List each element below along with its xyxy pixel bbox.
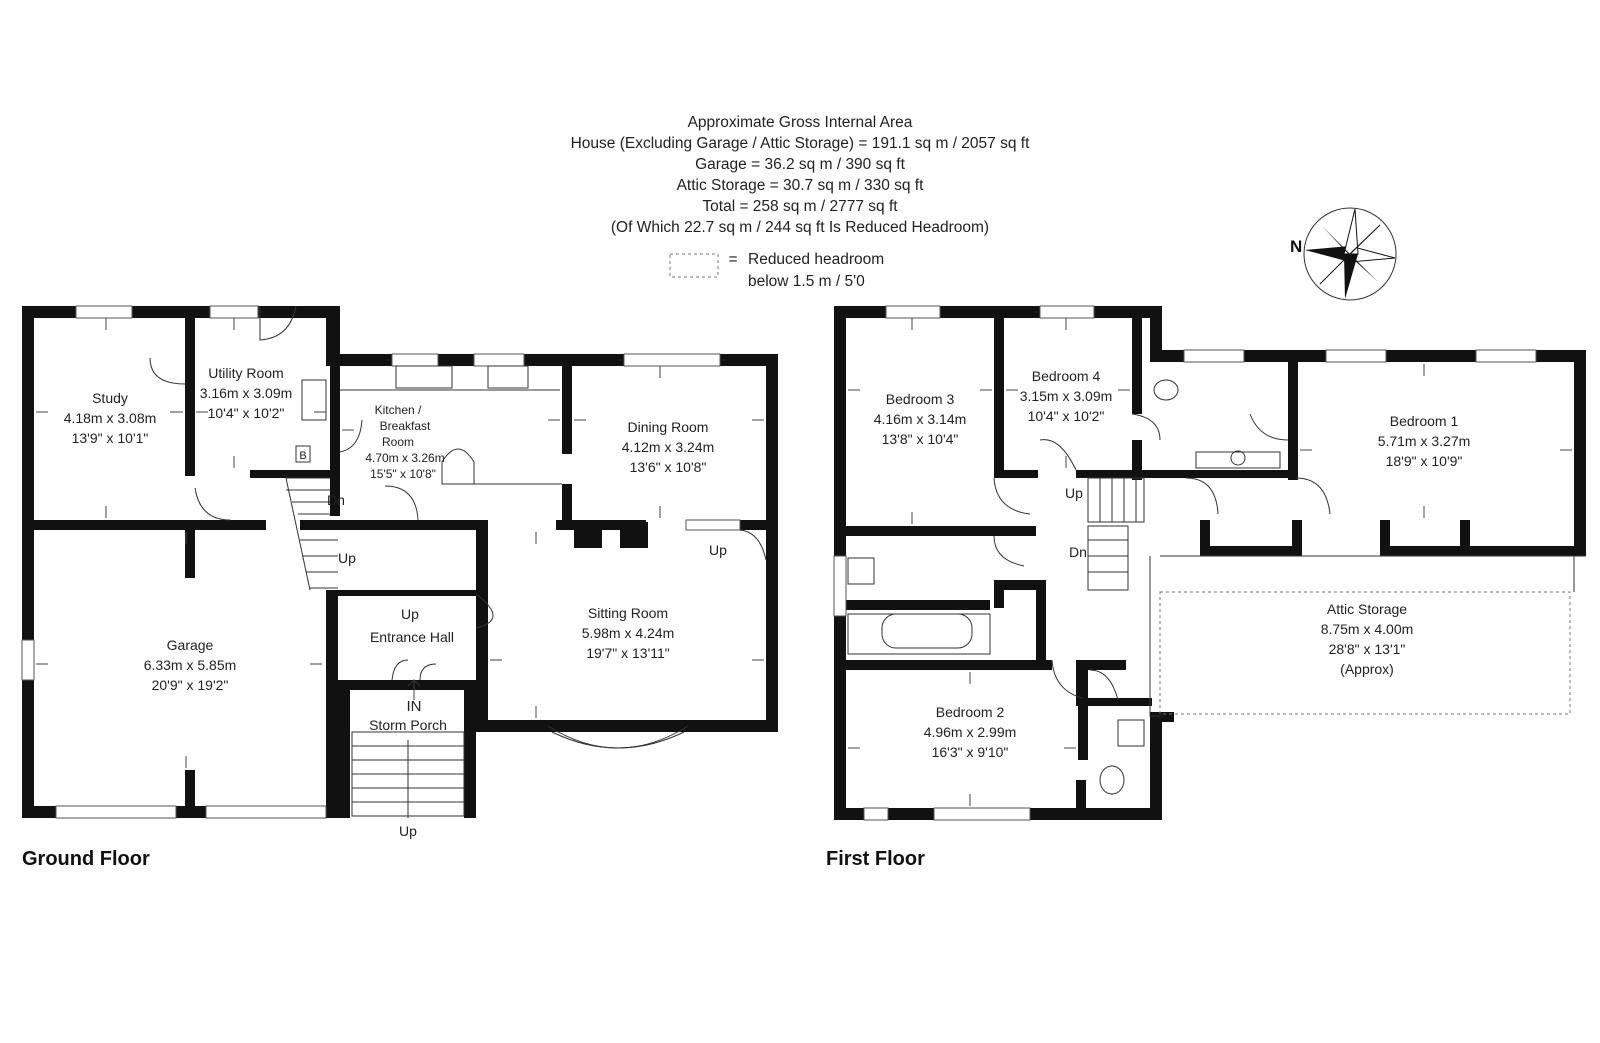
- room-imperial: 10'4" x 10'2": [208, 405, 285, 421]
- room-name: Garage: [167, 637, 214, 653]
- hall-up-label: Up: [401, 606, 419, 622]
- stairs-down-label: Dn: [327, 492, 345, 508]
- room-storm-porch: Storm Porch: [369, 717, 447, 733]
- room-name: Attic Storage: [1327, 601, 1407, 617]
- room-metric: 3.16m x 3.09m: [200, 385, 293, 401]
- room-entrance-hall: Entrance Hall: [370, 629, 454, 645]
- room-garage: Garage 6.33m x 5.85m 20'9" x 19'2": [144, 637, 237, 693]
- room-name-3: Room: [382, 435, 414, 449]
- room-name: Bedroom 3: [886, 391, 955, 407]
- room-sitting: Sitting Room 5.98m x 4.24m 19'7" x 13'11…: [582, 605, 675, 661]
- room-approx-note: (Approx): [1340, 661, 1394, 677]
- room-metric: 4.18m x 3.08m: [64, 410, 157, 426]
- room-name: Study: [92, 390, 128, 406]
- room-name: Utility Room: [208, 365, 283, 381]
- room-bedroom-2: Bedroom 2 4.96m x 2.99m 16'3" x 9'10": [924, 704, 1017, 760]
- sitting-up-label: Up: [709, 542, 727, 558]
- stairs-down-label: Dn: [1069, 544, 1087, 560]
- room-imperial: 18'9" x 10'9": [1386, 453, 1463, 469]
- steps-up-label: Up: [399, 823, 417, 839]
- room-attic-storage: Attic Storage 8.75m x 4.00m 28'8" x 13'1…: [1321, 601, 1414, 677]
- room-name: Bedroom 2: [936, 704, 1005, 720]
- room-imperial: 13'6" x 10'8": [630, 459, 707, 475]
- ground-floor-title: Ground Floor: [22, 848, 150, 870]
- room-metric: 4.70m x 3.26m: [365, 451, 444, 465]
- room-name: Bedroom 1: [1390, 413, 1459, 429]
- header-line-3: Garage = 36.2 sq m / 390 sq ft: [695, 156, 905, 173]
- header-line-4: Attic Storage = 30.7 sq m / 330 sq ft: [677, 177, 925, 194]
- boiler-box: [295, 445, 311, 463]
- legend-equals: =: [728, 251, 737, 268]
- first-floor-plan: Bedroom 3 4.16m x 3.14m 13'8" x 10'4" Be…: [826, 305, 1586, 870]
- room-name-2: Breakfast: [380, 419, 431, 433]
- header-line-5: Total = 258 sq m / 2777 sq ft: [702, 198, 898, 215]
- room-metric: 6.33m x 5.85m: [144, 657, 237, 673]
- room-imperial: 19'7" x 13'11": [586, 645, 670, 661]
- room-imperial: 20'9" x 19'2": [152, 677, 229, 693]
- reduced-headroom-legend: = Reduced headroom below 1.5 m / 5'0: [669, 251, 884, 290]
- area-summary: Approximate Gross Internal Area House (E…: [571, 114, 1030, 236]
- room-imperial: 10'4" x 10'2": [1028, 408, 1105, 424]
- room-kitchen: Kitchen / Breakfast Room 4.70m x 3.26m 1…: [365, 403, 444, 481]
- room-imperial: 28'8" x 13'1": [1329, 641, 1406, 657]
- first-floor-title: First Floor: [826, 848, 925, 870]
- room-metric: 4.96m x 2.99m: [924, 724, 1017, 740]
- entry-arrow-icon: [407, 679, 421, 700]
- room-name: Kitchen /: [375, 403, 422, 417]
- room-metric: 4.12m x 3.24m: [622, 439, 715, 455]
- room-study: Study 4.18m x 3.08m 13'9" x 10'1": [64, 390, 157, 446]
- compass-rose-icon: N: [1290, 207, 1397, 301]
- room-utility: Utility Room 3.16m x 3.09m 10'4" x 10'2": [200, 365, 293, 421]
- room-dining: Dining Room 4.12m x 3.24m 13'6" x 10'8": [622, 419, 715, 475]
- header-line-6: (Of Which 22.7 sq m / 244 sq ft Is Reduc…: [611, 219, 989, 236]
- room-bedroom-4: Bedroom 4 3.15m x 3.09m 10'4" x 10'2": [1020, 368, 1113, 424]
- compass-north-label: N: [1290, 237, 1302, 256]
- header-line-1: Approximate Gross Internal Area: [688, 114, 913, 131]
- ground-floor-plan: Study 4.18m x 3.08m 13'9" x 10'1" Utilit…: [21, 305, 778, 870]
- room-bedroom-3: Bedroom 3 4.16m x 3.14m 13'8" x 10'4": [874, 391, 967, 447]
- entry-in-label: IN: [407, 698, 422, 715]
- legend-line-2: below 1.5 m / 5'0: [748, 273, 865, 290]
- header-line-2: House (Excluding Garage / Attic Storage)…: [571, 135, 1030, 152]
- room-imperial: 16'3" x 9'10": [932, 744, 1009, 760]
- room-metric: 4.16m x 3.14m: [874, 411, 967, 427]
- stairs-up-label: Up: [338, 550, 356, 566]
- room-name: Sitting Room: [588, 605, 668, 621]
- room-metric: 5.98m x 4.24m: [582, 625, 675, 641]
- room-imperial: 13'9" x 10'1": [72, 430, 149, 446]
- room-name: Bedroom 4: [1032, 368, 1101, 384]
- room-metric: 8.75m x 4.00m: [1321, 621, 1414, 637]
- room-imperial: 13'8" x 10'4": [882, 431, 959, 447]
- legend-line-1: Reduced headroom: [748, 251, 884, 268]
- boiler-label: B: [299, 450, 306, 462]
- reduced-headroom-swatch: [669, 253, 719, 278]
- stairs-up-label: Up: [1065, 485, 1083, 501]
- room-metric: 3.15m x 3.09m: [1020, 388, 1113, 404]
- room-imperial: 15'5" x 10'8": [370, 467, 436, 481]
- room-bedroom-1: Bedroom 1 5.71m x 3.27m 18'9" x 10'9": [1378, 413, 1471, 469]
- room-metric: 5.71m x 3.27m: [1378, 433, 1471, 449]
- room-name: Dining Room: [628, 419, 709, 435]
